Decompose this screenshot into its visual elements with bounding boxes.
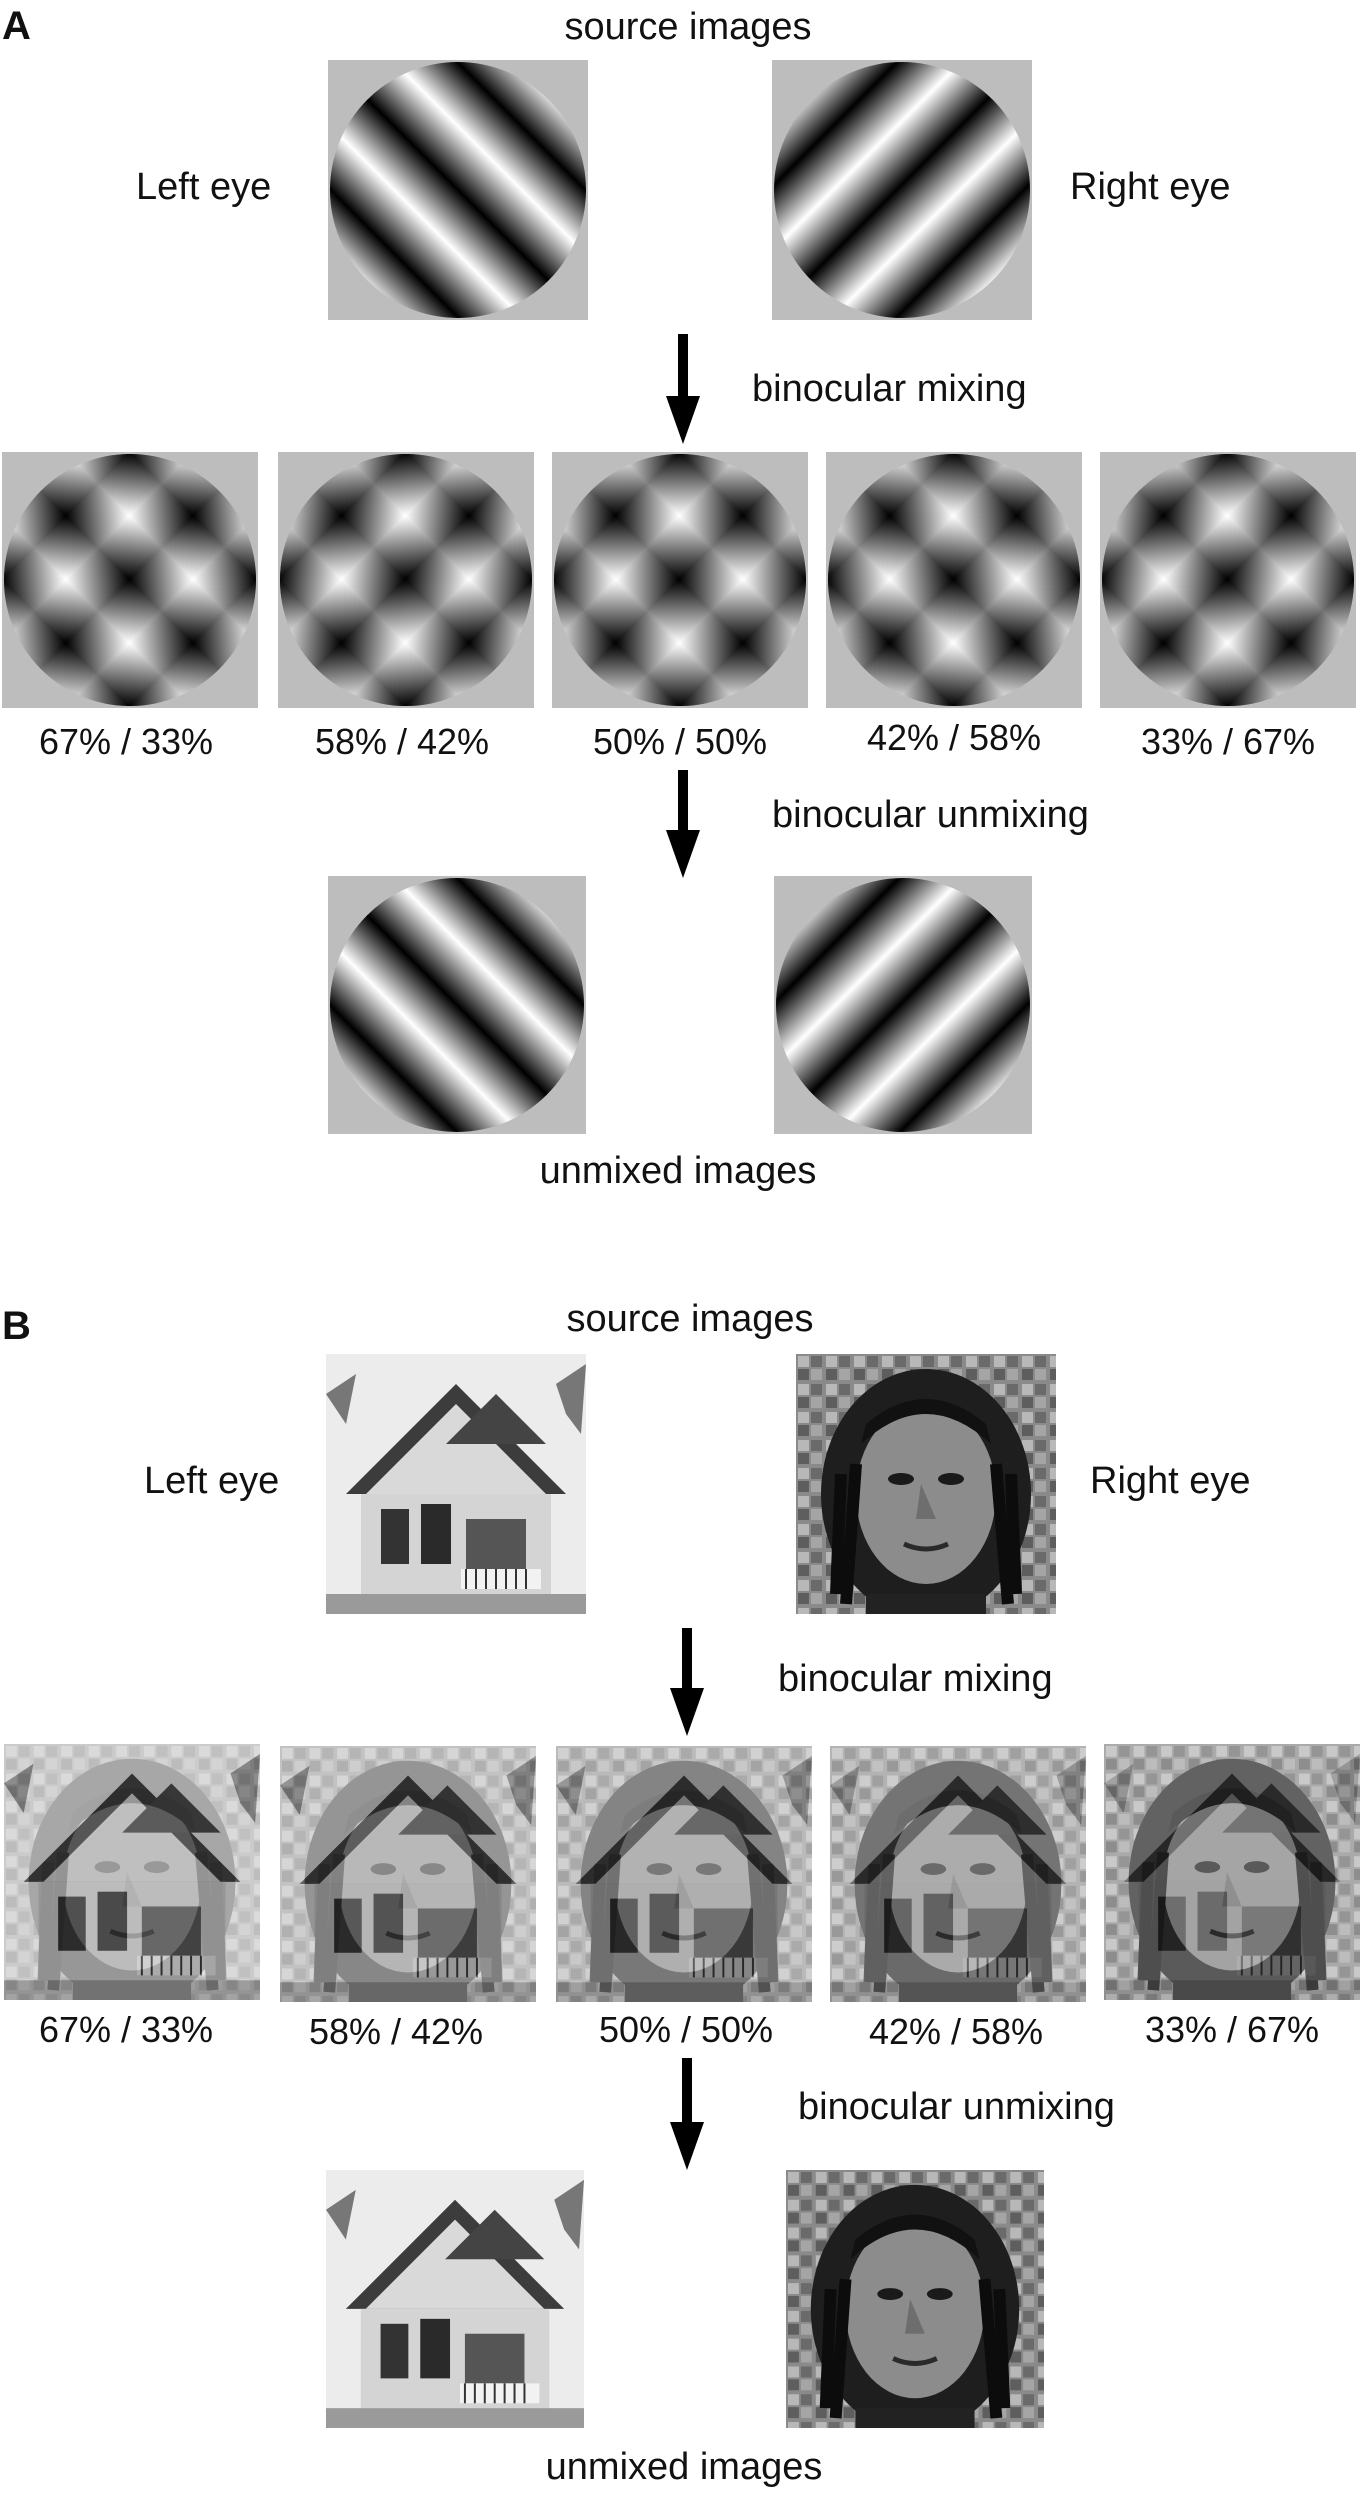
left-eye-house-image [326,1354,586,1614]
unmixed-house-image [326,2170,584,2428]
mixed-image-a-3 [552,452,808,708]
binocular-mixing-label-a: binocular mixing [752,368,1027,410]
mixed-image-a-1 [2,452,258,708]
binocular-unmixing-label-a: binocular unmixing [772,794,1089,836]
down-arrow-icon [666,334,700,444]
right-eye-label-b: Right eye [1090,1460,1251,1502]
unmixed-images-title-b: unmixed images [545,2446,823,2488]
unmixed-left-grating [328,876,586,1134]
ratio-label-a-5: 33% / 67% [1140,721,1316,762]
ratio-label-b-2: 58% / 42% [308,2011,484,2052]
mixed-image-a-2 [278,452,534,708]
ratio-label-a-4: 42% / 58% [866,717,1042,758]
left-eye-label-b: Left eye [144,1460,280,1502]
left-eye-grating [328,60,588,320]
mixed-photo-b-1 [4,1744,260,2000]
ratio-label-a-1: 67% / 33% [38,721,214,762]
ratio-label-b-4: 42% / 58% [868,2011,1044,2052]
binocular-unmixing-label-b: binocular unmixing [798,2086,1115,2128]
ratio-label-a-3: 50% / 50% [592,721,768,762]
mixed-photo-b-3 [556,1746,812,2002]
ratio-label-b-5: 33% / 67% [1144,2009,1320,2050]
mixed-photo-b-2 [280,1746,536,2002]
source-images-title-b: source images [566,1298,814,1340]
ratio-label-b-3: 50% / 50% [598,2009,774,2050]
mixed-image-a-5 [1100,452,1356,708]
binocular-mixing-label-b: binocular mixing [778,1658,1053,1700]
panel-label-b: B [2,1304,31,1348]
left-eye-label-a: Left eye [136,166,272,208]
right-eye-label-a: Right eye [1070,166,1231,208]
unmixed-images-title-a: unmixed images [539,1150,817,1192]
source-images-title-a: source images [564,6,812,48]
right-eye-face-image [796,1354,1056,1614]
mixed-image-a-4 [826,452,1082,708]
mixed-photo-b-4 [830,1746,1086,2002]
down-arrow-icon [666,770,700,878]
unmixed-face-image [786,2170,1044,2428]
unmixed-right-grating [774,876,1032,1134]
ratio-label-b-1: 67% / 33% [38,2009,214,2050]
panel-label-a: A [2,4,31,48]
down-arrow-icon [670,1628,704,1736]
down-arrow-icon [670,2058,704,2170]
ratio-label-a-2: 58% / 42% [314,721,490,762]
right-eye-grating [772,60,1032,320]
mixed-photo-b-5 [1104,1744,1360,2000]
